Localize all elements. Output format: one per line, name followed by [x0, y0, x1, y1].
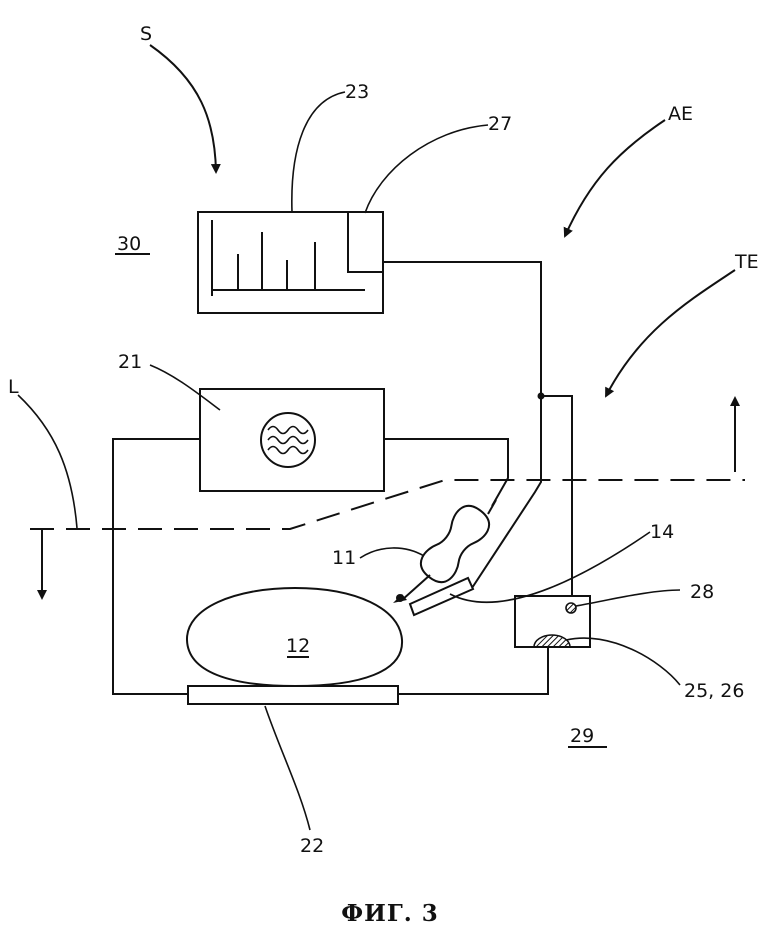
leader-22	[265, 706, 310, 830]
arrow-s	[150, 45, 216, 172]
leader-25-26	[566, 638, 680, 685]
leader-14	[450, 532, 650, 602]
label-11: 11	[332, 547, 356, 569]
label-29: 29	[570, 725, 594, 747]
display-unit-23	[198, 212, 383, 313]
arrow-te	[606, 270, 735, 396]
leader-l	[18, 395, 77, 528]
electrode-pad-22	[188, 686, 398, 704]
label-28: 28	[690, 581, 714, 603]
label-l: L	[8, 376, 19, 398]
label-23: 23	[345, 81, 369, 103]
module-27	[348, 213, 382, 272]
control-line	[382, 262, 572, 596]
leader-11	[360, 548, 424, 558]
leader-27	[365, 125, 488, 213]
label-14: 14	[650, 521, 674, 543]
detector-unit	[515, 596, 590, 647]
label-te: TE	[734, 251, 759, 273]
label-22: 22	[300, 835, 324, 857]
leader-23	[292, 92, 345, 212]
label-21: 21	[118, 351, 142, 373]
light-path-l	[30, 398, 745, 598]
label-s: S	[140, 23, 152, 45]
label-12: 12	[286, 635, 310, 657]
arrow-ae	[565, 120, 665, 236]
leader-28	[576, 590, 680, 606]
main-wiring	[113, 439, 548, 694]
label-ae: AE	[668, 103, 693, 125]
oscillator-21	[200, 389, 384, 491]
label-30: 30	[117, 233, 141, 255]
label-27: 27	[488, 113, 512, 135]
label-25-26: 25, 26	[684, 680, 744, 702]
figure-caption: ФИГ. 3	[341, 900, 438, 927]
leader-21	[150, 365, 220, 410]
